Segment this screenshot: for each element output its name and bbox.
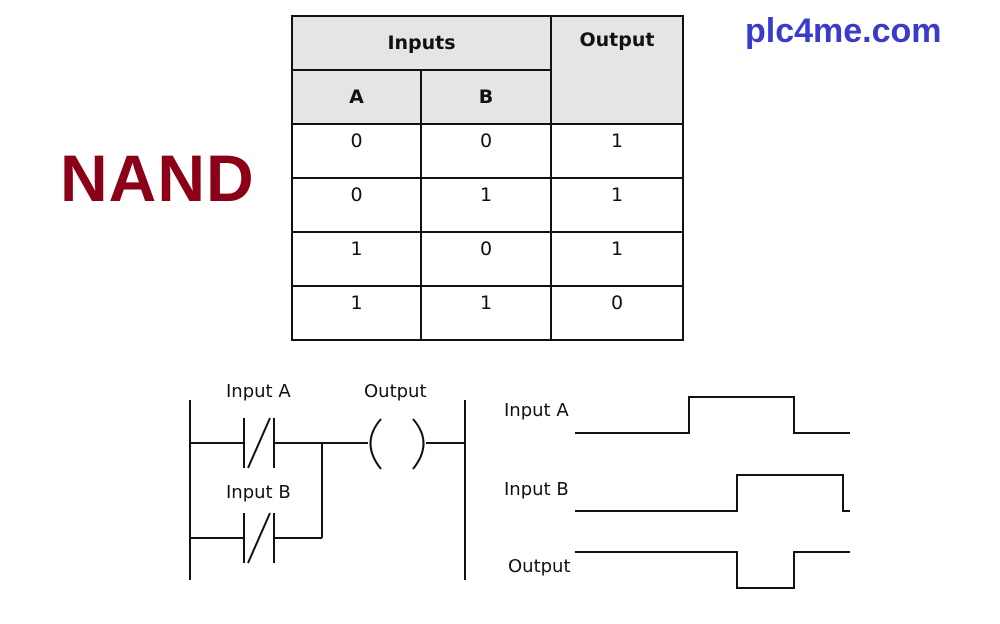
brand-link[interactable]: plc4me.com [745, 12, 942, 50]
truth-table: Inputs Output A B 0 0 1 0 1 1 1 0 1 1 1 … [291, 15, 684, 341]
table-row: 1 0 1 [291, 231, 684, 287]
cell-a: 1 [291, 285, 422, 341]
gate-title: NAND [60, 141, 255, 215]
timing-label-input-a: Input A [504, 400, 569, 421]
output-coil [369, 418, 425, 470]
cell-output: 0 [550, 285, 684, 341]
waveform-input-b [575, 474, 850, 512]
timing-label-input-b: Input B [504, 479, 569, 500]
header-inputs: Inputs [291, 15, 552, 71]
ladder-label-input-b: Input B [226, 482, 291, 503]
contact-input-a-nc [243, 417, 275, 469]
cell-b: 1 [420, 177, 552, 233]
ladder-label-input-a: Input A [226, 381, 291, 402]
header-output: Output [550, 15, 684, 125]
cell-b: 0 [420, 231, 552, 287]
cell-output: 1 [550, 177, 684, 233]
table-row: 0 1 1 [291, 177, 684, 233]
header-a: A [291, 69, 422, 125]
cell-a: 1 [291, 231, 422, 287]
table-row: 0 0 1 [291, 123, 684, 179]
waveform-output [575, 551, 850, 589]
cell-a: 0 [291, 177, 422, 233]
timing-label-output: Output [508, 556, 571, 577]
ladder-label-output: Output [364, 381, 427, 402]
wave-out-trace [575, 551, 850, 589]
table-row: 1 1 0 [291, 285, 684, 341]
cell-output: 1 [550, 231, 684, 287]
header-b: B [420, 69, 552, 125]
wave-a-trace [575, 396, 850, 434]
wave-b-trace [575, 474, 850, 512]
ladder-diagram [189, 400, 466, 580]
cell-a: 0 [291, 123, 422, 179]
contact-input-b-nc [243, 512, 275, 564]
cell-b: 0 [420, 123, 552, 179]
waveform-input-a [575, 396, 850, 434]
cell-b: 1 [420, 285, 552, 341]
cell-output: 1 [550, 123, 684, 179]
